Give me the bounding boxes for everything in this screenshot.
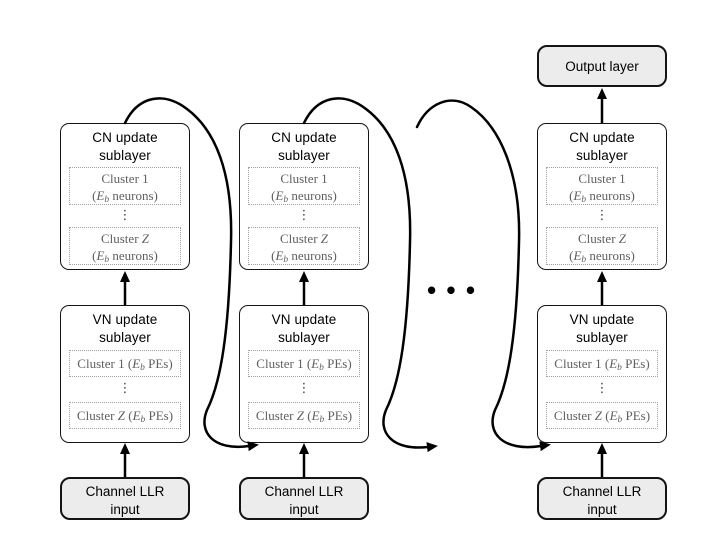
input-label: Channel LLR input <box>85 484 165 517</box>
cn-update-sublayer-col3: CN update sublayer Cluster 1 (Eb neurons… <box>537 123 667 270</box>
cn-title-line1: CN update <box>92 130 158 145</box>
cn-update-sublayer-col2: CN update sublayer Cluster 1 (Eb neurons… <box>239 123 369 270</box>
cn-title: CN update sublayer <box>271 130 337 163</box>
vn-update-sublayer-col3: VN update sublayer Cluster 1 (Eb PEs) ⋮ … <box>537 305 667 443</box>
cn-cluster-first: Cluster 1 (Eb neurons) <box>546 167 658 205</box>
cn-update-sublayer-col1: CN update sublayer Cluster 1 (Eb neurons… <box>60 123 190 270</box>
vertical-ellipsis: ⋮ <box>595 208 609 223</box>
curve-ellipsis-to-vn3 <box>415 99 551 452</box>
vn-title: VN update sublayer <box>271 312 337 345</box>
cn-cluster-first: Cluster 1 (Eb neurons) <box>69 167 181 205</box>
vertical-ellipsis: ⋮ <box>118 208 132 223</box>
input-label: Channel LLR input <box>562 484 642 517</box>
channel-llr-input-col3: Channel LLR input <box>537 477 667 520</box>
vn-cluster-first: Cluster 1 (Eb PEs) <box>248 350 360 377</box>
vn-cluster-first: Cluster 1 (Eb PEs) <box>546 350 658 377</box>
cn-cluster-last: Cluster Z (Eb neurons) <box>546 227 658 265</box>
vertical-ellipsis: ⋮ <box>297 208 311 223</box>
vertical-ellipsis: ⋮ <box>595 381 609 396</box>
cn-cluster-first: Cluster 1 (Eb neurons) <box>248 167 360 205</box>
input-label: Channel LLR input <box>264 484 344 517</box>
output-layer: Output layer <box>537 45 667 87</box>
cn-title: CN update sublayer <box>569 130 635 163</box>
channel-llr-input-col2: Channel LLR input <box>239 477 369 520</box>
vn-title-line1: VN update <box>92 312 158 327</box>
cn-cluster-last: Cluster Z (Eb neurons) <box>248 227 360 265</box>
cn-cluster-last: Cluster Z (Eb neurons) <box>69 227 181 265</box>
cn-title: CN update sublayer <box>61 124 189 165</box>
vn-title: VN update sublayer <box>61 306 189 347</box>
vn-update-sublayer-col1: VN update sublayer Cluster 1 (Eb PEs) ⋮ … <box>60 305 190 443</box>
channel-llr-input-col1: Channel LLR input <box>60 477 190 520</box>
cn-title-line2: sublayer <box>99 148 151 163</box>
vn-cluster-last: Cluster Z (Eb PEs) <box>546 402 658 429</box>
vn-update-sublayer-col2: VN update sublayer Cluster 1 (Eb PEs) ⋮ … <box>239 305 369 443</box>
vn-title-line2: sublayer <box>99 330 151 345</box>
vn-cluster-first: Cluster 1 (Eb PEs) <box>69 350 181 377</box>
vn-cluster-last: Cluster Z (Eb PEs) <box>248 402 360 429</box>
vertical-ellipsis: ⋮ <box>118 381 132 396</box>
vn-cluster-last: Cluster Z (Eb PEs) <box>69 402 181 429</box>
vn-title: VN update sublayer <box>569 312 635 345</box>
omitted-iterations-ellipsis: ••• <box>424 279 484 303</box>
vertical-ellipsis: ⋮ <box>297 381 311 396</box>
output-layer-label: Output layer <box>565 58 639 74</box>
